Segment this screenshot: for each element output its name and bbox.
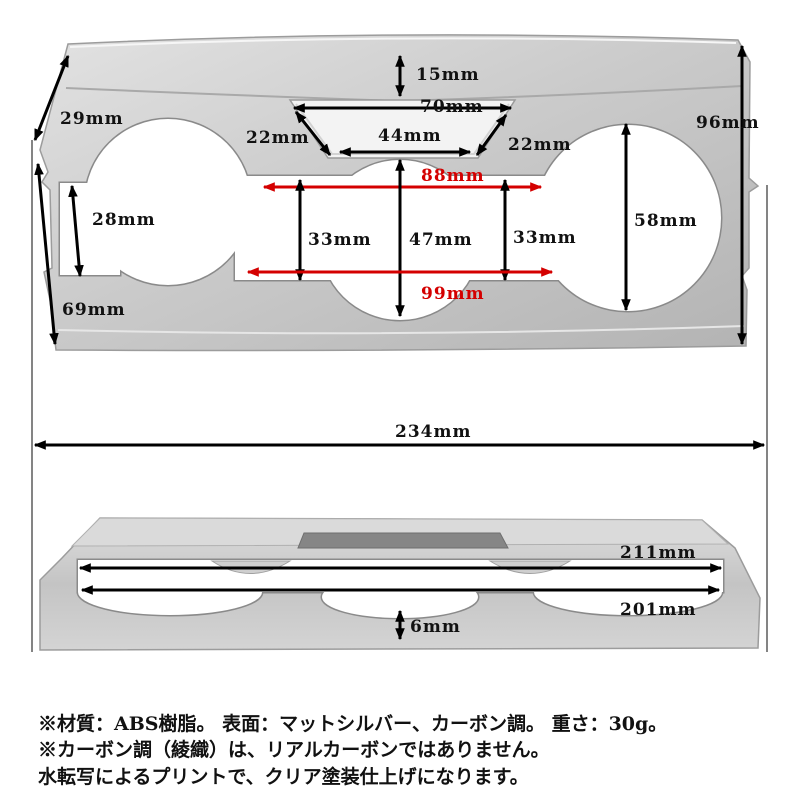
notch-bottom-width-label: 44mm — [378, 126, 442, 146]
left-edge-lower-arrow — [34, 162, 59, 346]
overall-width-dimension: 234mm — [31, 140, 768, 652]
side-left-hole — [78, 569, 262, 615]
inner-width-lower-label: 99mm — [421, 284, 485, 304]
overall-width-label: 234mm — [395, 422, 471, 442]
left-edge-upper-label: 29mm — [60, 109, 124, 129]
left-gap-height-label: 33mm — [308, 230, 372, 250]
note-material: ※材質：ABS樹脂。 表面：マットシルバー、カーボン調。 重さ：30g。 — [38, 712, 667, 735]
upper-width-label: 211mm — [620, 543, 696, 563]
inner-width-upper-label: 88mm — [421, 166, 485, 186]
right-hole-height-label: 58mm — [634, 211, 698, 231]
top-view-panel — [39, 34, 760, 352]
total-height-label: 96mm — [696, 113, 760, 133]
product-notes: ※材質：ABS樹脂。 表面：マットシルバー、カーボン調。 重さ：30g。 ※カー… — [38, 712, 667, 788]
lip-height-label: 15mm — [416, 65, 480, 85]
side-view-dimensions: 211mm 201mm 6mm — [78, 543, 723, 641]
left-edge-upper-arrow — [33, 54, 70, 142]
notch-right-side-label: 22mm — [508, 135, 572, 155]
left-cup-hole — [85, 119, 251, 285]
center-height-label: 47mm — [409, 230, 473, 250]
center-band-opening — [235, 176, 585, 280]
right-gap-height-label: 33mm — [513, 228, 577, 248]
panel-top-highlight — [69, 37, 737, 48]
note-carbon: ※カーボン調（綾織）は、リアルカーボンではありません。 — [38, 738, 550, 761]
side-panel-top-face — [70, 517, 730, 547]
side-slot-height-arrow — [68, 184, 84, 278]
left-edge-lower-label: 69mm — [62, 300, 126, 320]
top-view-dimensions: 15mm 70mm 22mm 44mm 22mm 29mm 96mm 28mm … — [33, 44, 760, 346]
side-slot-height-label: 28mm — [92, 210, 156, 230]
lower-width-label: 201mm — [620, 600, 696, 620]
side-panel-top-slot — [297, 532, 509, 549]
panel-lower-rim — [57, 325, 745, 335]
thickness-label: 6mm — [410, 617, 461, 637]
notch-right-side-arrow — [475, 114, 508, 156]
notch-left-side-arrow — [294, 111, 332, 156]
notch-left-side-label: 22mm — [246, 128, 310, 148]
note-finish: 水転写によるプリントで、クリア塗装仕上げになります。 — [38, 765, 529, 788]
notch-top-width-label: 70mm — [420, 97, 484, 117]
